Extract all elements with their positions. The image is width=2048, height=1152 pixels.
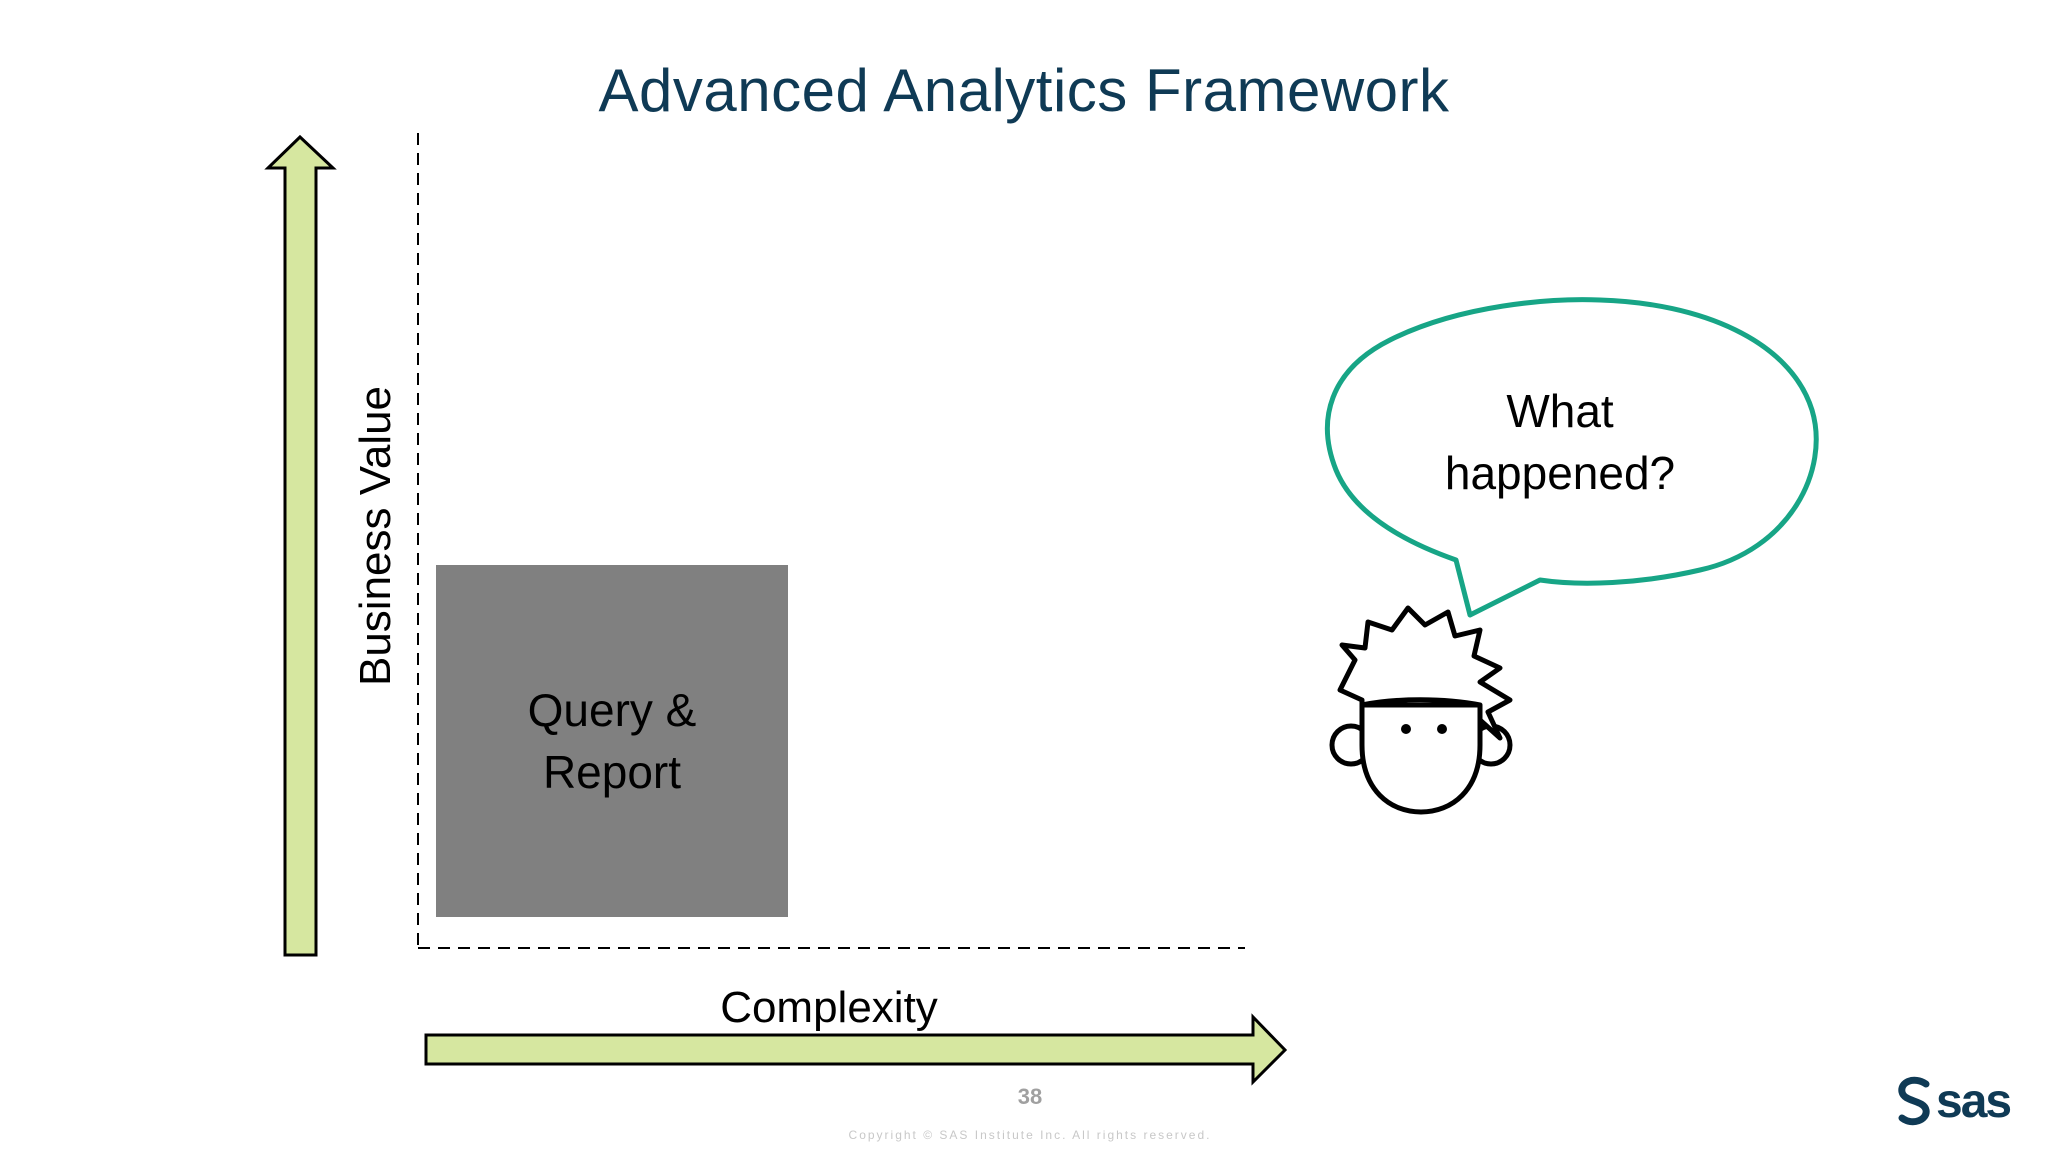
bubble-text: What happened? (1360, 380, 1760, 504)
person-icon (1329, 605, 1513, 815)
sas-logo-icon (1898, 1076, 1930, 1125)
copyright-notice: Copyright © SAS Institute Inc. All right… (848, 1128, 1212, 1142)
sas-logo: sas (1896, 1074, 2012, 1129)
sas-logo-text: sas (1936, 1075, 2012, 1128)
left-eye (1401, 724, 1411, 734)
speech-bubble (1324, 297, 1819, 618)
right-arrow (424, 1013, 1288, 1086)
up-arrow (264, 134, 337, 957)
y-axis-label: Business Value (351, 385, 400, 687)
bubble-line-2: happened? (1444, 447, 1676, 499)
slide-title: Advanced Analytics Framework (598, 57, 1450, 124)
bubble-line-1: What (1506, 385, 1614, 437)
right-eye (1437, 724, 1447, 734)
x-axis-label: Complexity (720, 983, 938, 1032)
query-report-box: Query & Report (436, 565, 788, 917)
box-line-1: Query & (527, 684, 697, 736)
hair (1337, 605, 1513, 741)
face (1359, 702, 1483, 815)
box-line-2: Report (542, 746, 682, 798)
page-number: 38 (1017, 1084, 1043, 1109)
